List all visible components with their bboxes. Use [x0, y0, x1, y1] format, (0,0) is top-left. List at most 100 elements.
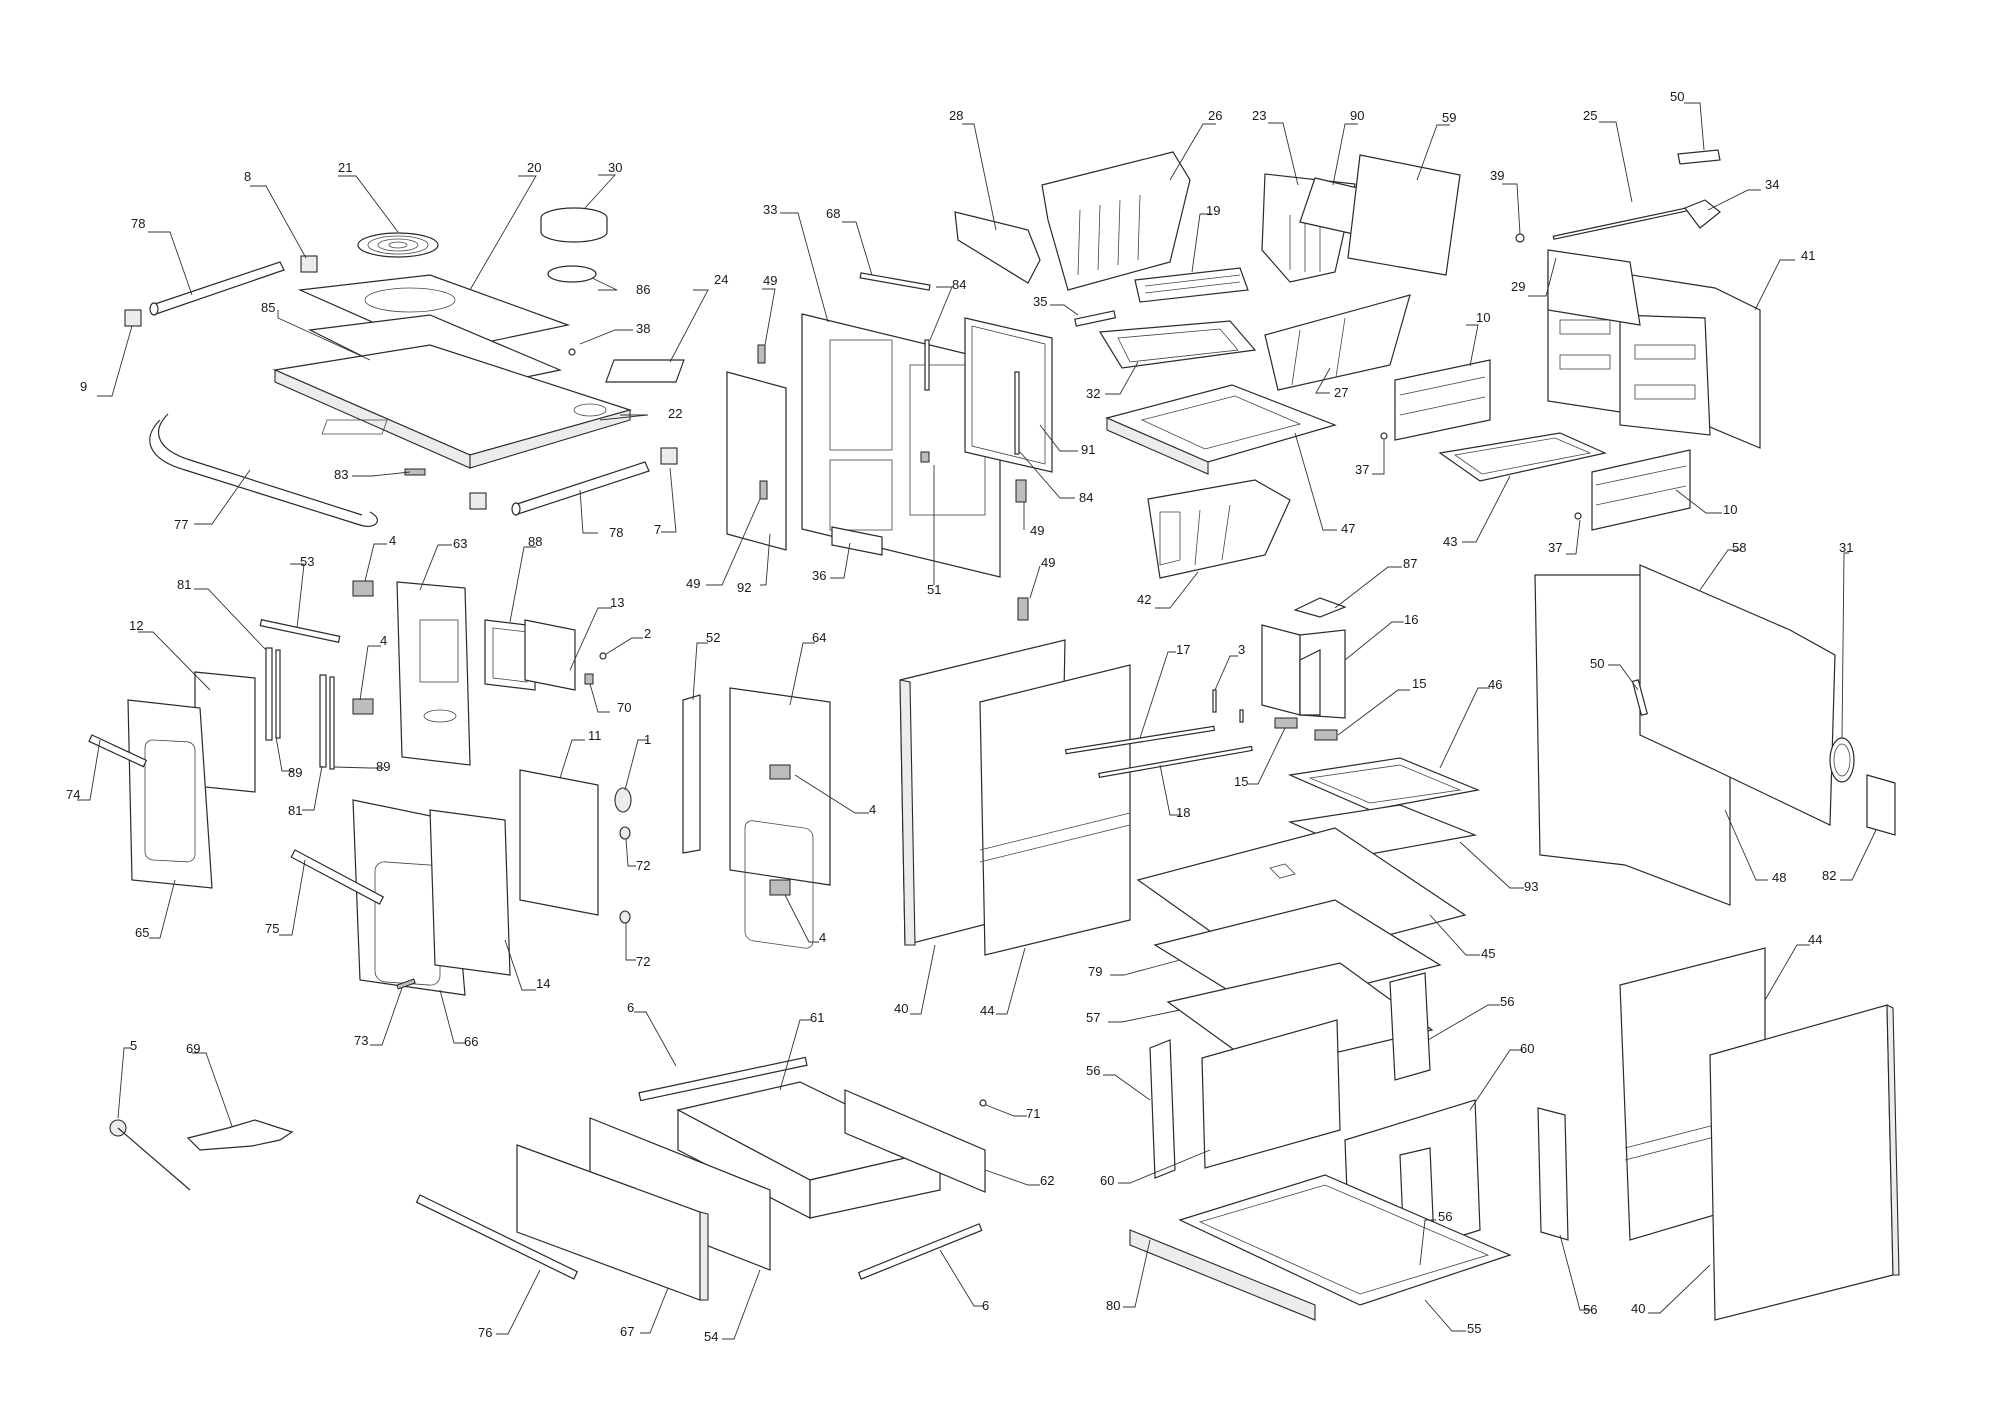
callout-label: 85: [261, 300, 275, 315]
callout-label: 10: [1476, 310, 1490, 325]
callout-81: 81: [177, 577, 267, 651]
callout-25: 25: [1583, 108, 1633, 203]
part-trim-89-a: [275, 649, 281, 739]
part-trim-81-a: [265, 647, 273, 741]
callout-label: 59: [1442, 110, 1456, 125]
callout-label: 49: [763, 273, 777, 288]
callout-10: 10: [1466, 310, 1490, 367]
callout-label: 82: [1822, 868, 1836, 883]
part-screw-37-a: [1380, 432, 1388, 440]
callout-label: 92: [737, 580, 751, 595]
callout-label: 52: [706, 630, 720, 645]
callout-label: 36: [812, 568, 826, 583]
part-door-glass-92: [726, 371, 787, 551]
callout-69: 69: [186, 1041, 233, 1127]
callout-38: 38: [579, 321, 650, 345]
callout-89b: 89: [333, 759, 390, 774]
callout-label: 37: [1548, 540, 1562, 555]
callout-6: 6: [627, 1000, 677, 1067]
callout-label: 50: [1670, 89, 1684, 104]
part-hinge-4-c: [769, 879, 791, 896]
callout-label: 38: [636, 321, 650, 336]
part-bar-84-right: [1014, 371, 1020, 455]
part-lever-5: [109, 1119, 191, 1191]
callout-85: 85: [261, 300, 371, 361]
part-oven-panel-10-upper: [1394, 359, 1491, 441]
callout-4d: 4: [784, 894, 826, 945]
part-support-56-a: [1149, 1039, 1176, 1179]
callout-40: 40: [894, 944, 936, 1016]
callout-60b: 60: [1469, 1041, 1534, 1111]
callout-23: 23: [1252, 108, 1299, 186]
callouts-layer: 78 8 21 20 30 85 86 38 24 9 22 83 7 78 7…: [66, 89, 1877, 1344]
callout-label: 46: [1488, 677, 1502, 692]
callout-27: 27: [1315, 367, 1348, 400]
callout-label: 44: [980, 1003, 994, 1018]
callout-89: 89: [275, 736, 302, 780]
callout-label: 6: [627, 1000, 634, 1015]
part-knob-72-a: [619, 826, 631, 840]
callout-72: 72: [625, 838, 650, 873]
part-bar-35: [1074, 310, 1117, 327]
part-clip-50-top: [1677, 149, 1721, 165]
callout-label: 14: [536, 976, 550, 991]
callout-20: 20: [469, 160, 541, 291]
part-oven-door-64: [729, 687, 831, 949]
part-drawer-front-67: [516, 1144, 709, 1301]
callout-47: 47: [1294, 432, 1355, 536]
callout-56d: 56: [1559, 1234, 1597, 1317]
callout-3: 3: [1214, 642, 1245, 691]
callout-label: 2: [644, 626, 651, 641]
part-glass-frame-88: [484, 619, 536, 691]
callout-93: 93: [1459, 841, 1538, 894]
part-rail-upper: [149, 261, 285, 316]
callout-label: 6: [982, 1298, 989, 1313]
part-base-frame-55: [1178, 1174, 1512, 1306]
callout-50b: 50: [1590, 656, 1639, 691]
callout-label: 1: [644, 732, 651, 747]
callout-70: 70: [589, 683, 631, 715]
callout-41: 41: [1754, 248, 1815, 311]
part-plate-36: [831, 526, 883, 556]
callout-51: 51: [927, 465, 941, 597]
callout-12: 12: [129, 618, 211, 691]
callout-49c: 49: [1029, 555, 1055, 599]
callout-17: 17: [1139, 642, 1190, 739]
callout-label: 41: [1801, 248, 1815, 263]
callout-label: 4: [869, 802, 876, 817]
callout-label: 66: [464, 1034, 478, 1049]
callout-68: 68: [826, 206, 873, 276]
part-oven-tray-43: [1438, 432, 1607, 482]
callout-15: 15: [1234, 727, 1286, 789]
callout-label: 40: [1631, 1301, 1645, 1316]
callout-72b: 72: [625, 923, 650, 969]
part-bar-53: [259, 619, 341, 643]
callout-label: 17: [1176, 642, 1190, 657]
part-bar-68: [859, 272, 931, 291]
part-panel-14: [429, 809, 511, 976]
part-bracket-49-c: [1015, 479, 1027, 503]
parts-layer: [88, 149, 1900, 1321]
callout-56: 56: [1086, 1063, 1151, 1101]
part-frame-46: [1287, 757, 1481, 811]
part-rail-6-bottom: [857, 1223, 983, 1280]
callout-19: 19: [1191, 203, 1220, 273]
callout-label: 22: [668, 406, 682, 421]
callout-label: 62: [1040, 1173, 1054, 1188]
callout-label: 51: [927, 582, 941, 597]
callout-43: 43: [1443, 475, 1511, 549]
part-support-56-d: [1537, 1107, 1569, 1241]
part-glove-69: [186, 1119, 294, 1151]
callout-label: 13: [610, 595, 624, 610]
callout-label: 39: [1490, 168, 1504, 183]
callout-label: 83: [334, 467, 348, 482]
callout-label: 60: [1520, 1041, 1534, 1056]
callout-18: 18: [1159, 764, 1190, 820]
callout-label: 84: [1079, 490, 1093, 505]
callout-49d: 49: [686, 498, 761, 591]
callout-83: 83: [334, 467, 411, 482]
callout-label: 18: [1176, 805, 1190, 820]
callout-1: 1: [624, 732, 651, 791]
callout-label: 90: [1350, 108, 1364, 123]
callout-77: 77: [174, 469, 251, 532]
